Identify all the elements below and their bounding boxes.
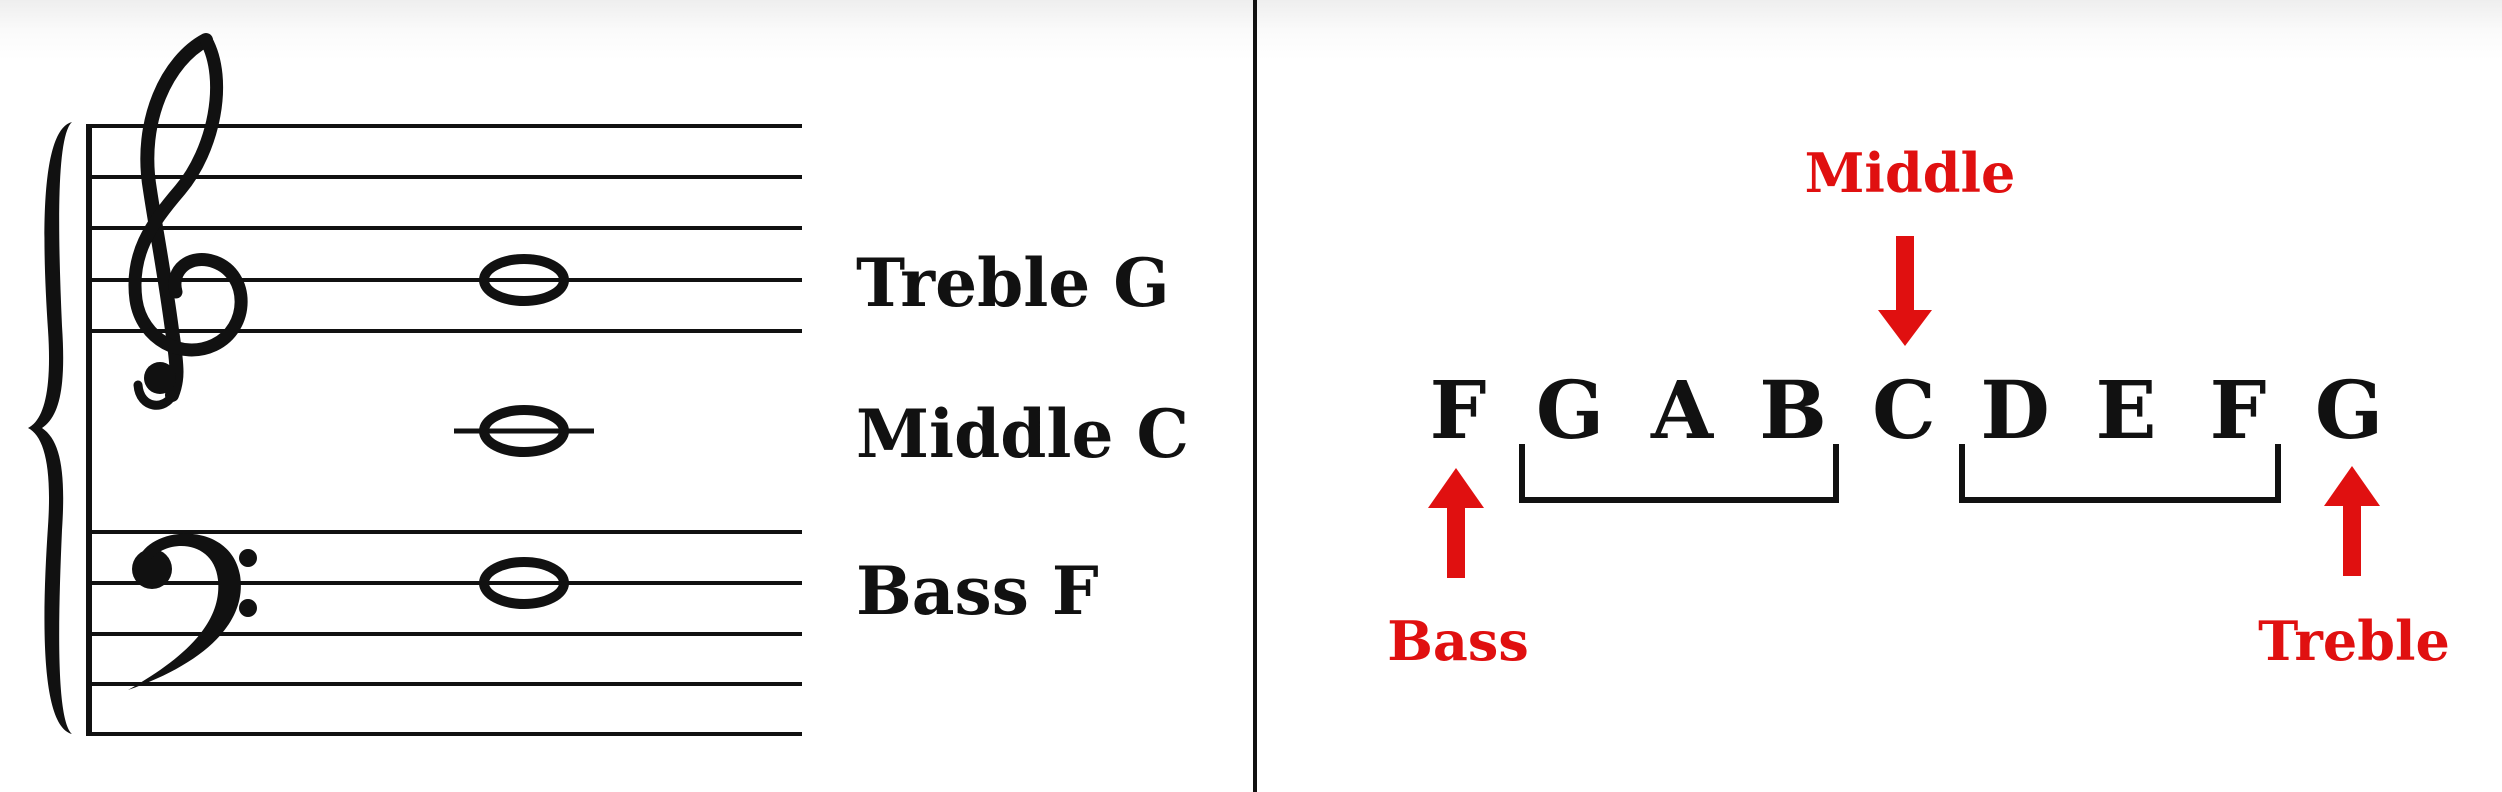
note-sequence: F G A B C D E F G Middle Bass Treble [1387,141,2450,673]
letter-f-low: F [1430,363,1487,457]
letter-f-high: F [2210,363,2267,457]
grand-staff: Treble G Middle C Bass F [28,33,1189,736]
arrow-treble-icon [2324,466,2380,576]
marker-treble: Treble [2258,609,2450,673]
bracket-right [1959,444,2281,503]
arrow-bass-icon [1428,468,1484,578]
bracket-left [1519,444,1839,503]
letter-b: B [1759,363,1827,457]
letter-a: A [1650,363,1714,457]
panel-divider [1253,0,1257,792]
label-bass-f: Bass F [856,552,1099,630]
letter-d: D [1980,363,2049,457]
letter-e: E [2096,363,2157,457]
system-barline [86,124,92,734]
bass-staff [86,530,802,736]
note-treble-g [479,254,569,306]
label-middle-c: Middle C [856,395,1189,473]
note-bass-f [479,557,569,609]
letter-g-low: G [1536,363,1604,457]
letter-g-high: G [2315,363,2383,457]
bass-clef-icon [128,533,257,690]
grand-staff-brace [28,122,72,734]
marker-middle: Middle [1805,141,2016,205]
treble-clef-icon [128,33,248,410]
marker-bass: Bass [1387,609,1528,673]
arrow-middle-icon [1878,236,1932,346]
letter-c: C [1872,363,1936,457]
treble-staff [86,124,802,333]
label-treble-g: Treble G [856,244,1170,322]
note-middle-c [454,405,594,457]
